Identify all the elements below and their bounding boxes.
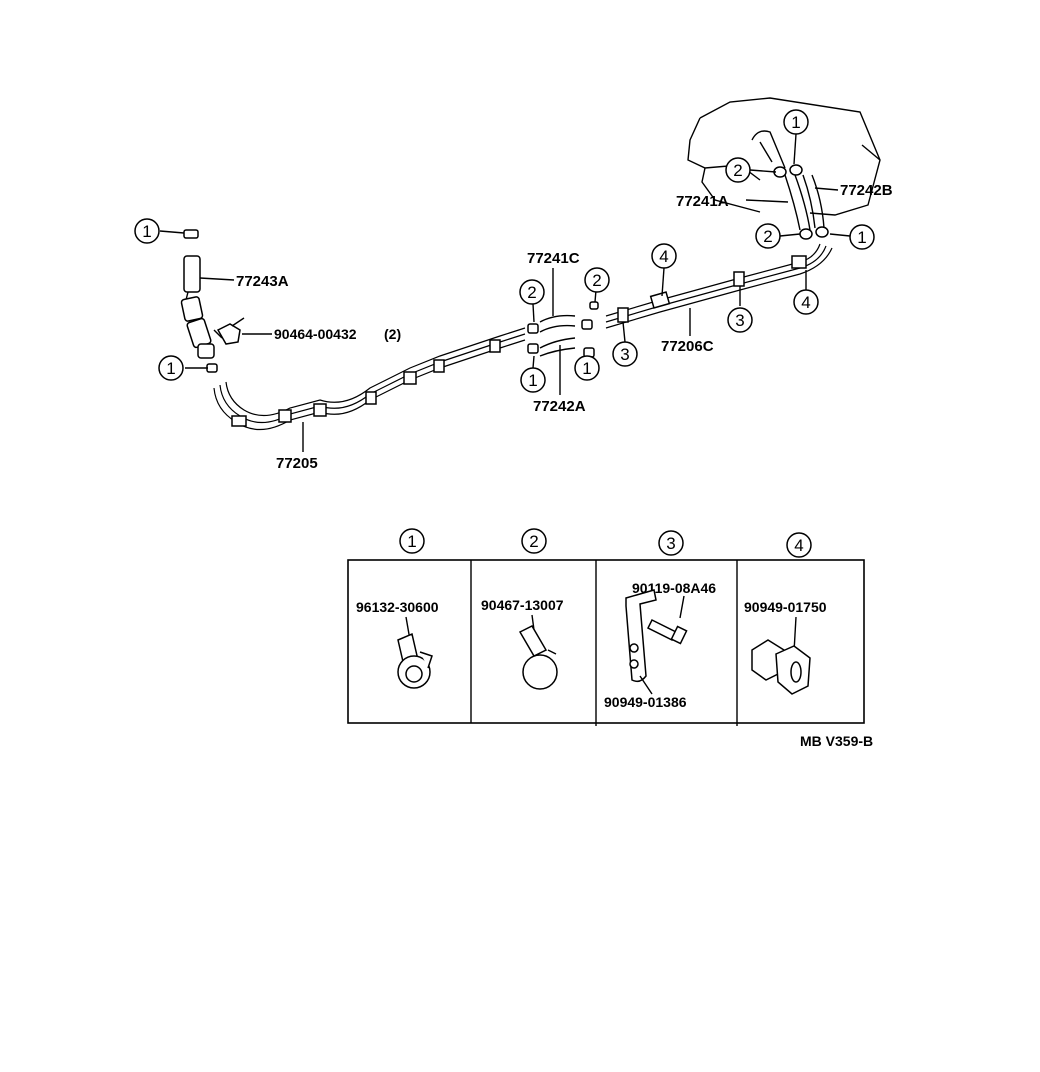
callout-3: 3	[727, 307, 753, 333]
svg-text:1: 1	[166, 359, 175, 378]
legend-header-1: 1	[399, 528, 425, 554]
svg-text:2: 2	[763, 227, 772, 246]
callout-1: 1	[783, 109, 809, 135]
legend-part-2: 90467-13007	[481, 597, 564, 613]
callout-3: 3	[612, 341, 638, 367]
main-pipe-drawing	[213, 327, 526, 431]
legend-header-3: 3	[658, 530, 684, 556]
svg-text:2: 2	[592, 271, 601, 290]
legend-header-4: 4	[786, 532, 812, 558]
label-filler-bolt: 90464-00432	[274, 326, 357, 342]
label-tank-hose-b: 77242B	[840, 182, 893, 199]
callout-1: 1	[849, 224, 875, 250]
fuel-tank-drawing	[687, 97, 881, 216]
callout-1: 1	[134, 218, 160, 244]
svg-text:3: 3	[620, 345, 629, 364]
callout-2: 2	[725, 157, 751, 183]
clamp-4-drawing	[751, 616, 811, 695]
svg-text:1: 1	[528, 371, 537, 390]
svg-text:4: 4	[794, 536, 803, 555]
label-rear-pipe: 77206C	[661, 338, 714, 355]
svg-text:2: 2	[527, 283, 536, 302]
svg-text:4: 4	[801, 293, 810, 312]
svg-text:3: 3	[666, 534, 675, 553]
clamp-1-drawing	[397, 616, 433, 689]
tank-hoses	[773, 164, 829, 240]
svg-text:1: 1	[142, 222, 151, 241]
callout-2: 2	[755, 223, 781, 249]
svg-text:1: 1	[791, 113, 800, 132]
filler-hose-assembly	[180, 229, 245, 373]
clamp-2-drawing	[518, 614, 558, 690]
callout-4: 4	[651, 243, 677, 269]
legend-part-1: 96132-30600	[356, 599, 439, 615]
svg-text:2: 2	[733, 161, 742, 180]
mid-hoses	[527, 301, 599, 358]
label-mid-hose-lower: 77242A	[533, 398, 586, 415]
callout-1: 1	[574, 355, 600, 381]
legend-part-3b: 90949-01386	[604, 694, 687, 710]
svg-text:1: 1	[857, 228, 866, 247]
svg-text:4: 4	[659, 247, 668, 266]
legend-part-4: 90949-01750	[744, 599, 827, 615]
legend-table: 1 2 3 4 96132-30600 90467-13007 90119-08…	[347, 528, 865, 726]
callout-1: 1	[158, 355, 184, 381]
label-main-pipe: 77205	[276, 455, 318, 472]
label-mid-hose-upper: 77241C	[527, 250, 580, 267]
svg-text:2: 2	[529, 532, 538, 551]
svg-text:1: 1	[407, 532, 416, 551]
leader-lines	[159, 133, 851, 452]
svg-text:1: 1	[582, 359, 591, 378]
label-filler-bolt-qty: (2)	[384, 326, 401, 342]
label-tank-hose-a: 77241A	[676, 193, 729, 210]
rear-pipe-drawing	[605, 243, 833, 329]
callout-2: 2	[519, 279, 545, 305]
callout-2: 2	[584, 267, 610, 293]
callout-1: 1	[520, 367, 546, 393]
label-filler-hose: 77243A	[236, 273, 289, 290]
callout-4: 4	[793, 289, 819, 315]
legend-header-2: 2	[521, 528, 547, 554]
svg-text:3: 3	[735, 311, 744, 330]
bracket-3-drawing	[625, 589, 688, 695]
diagram-code: MB V359-B	[800, 733, 873, 749]
